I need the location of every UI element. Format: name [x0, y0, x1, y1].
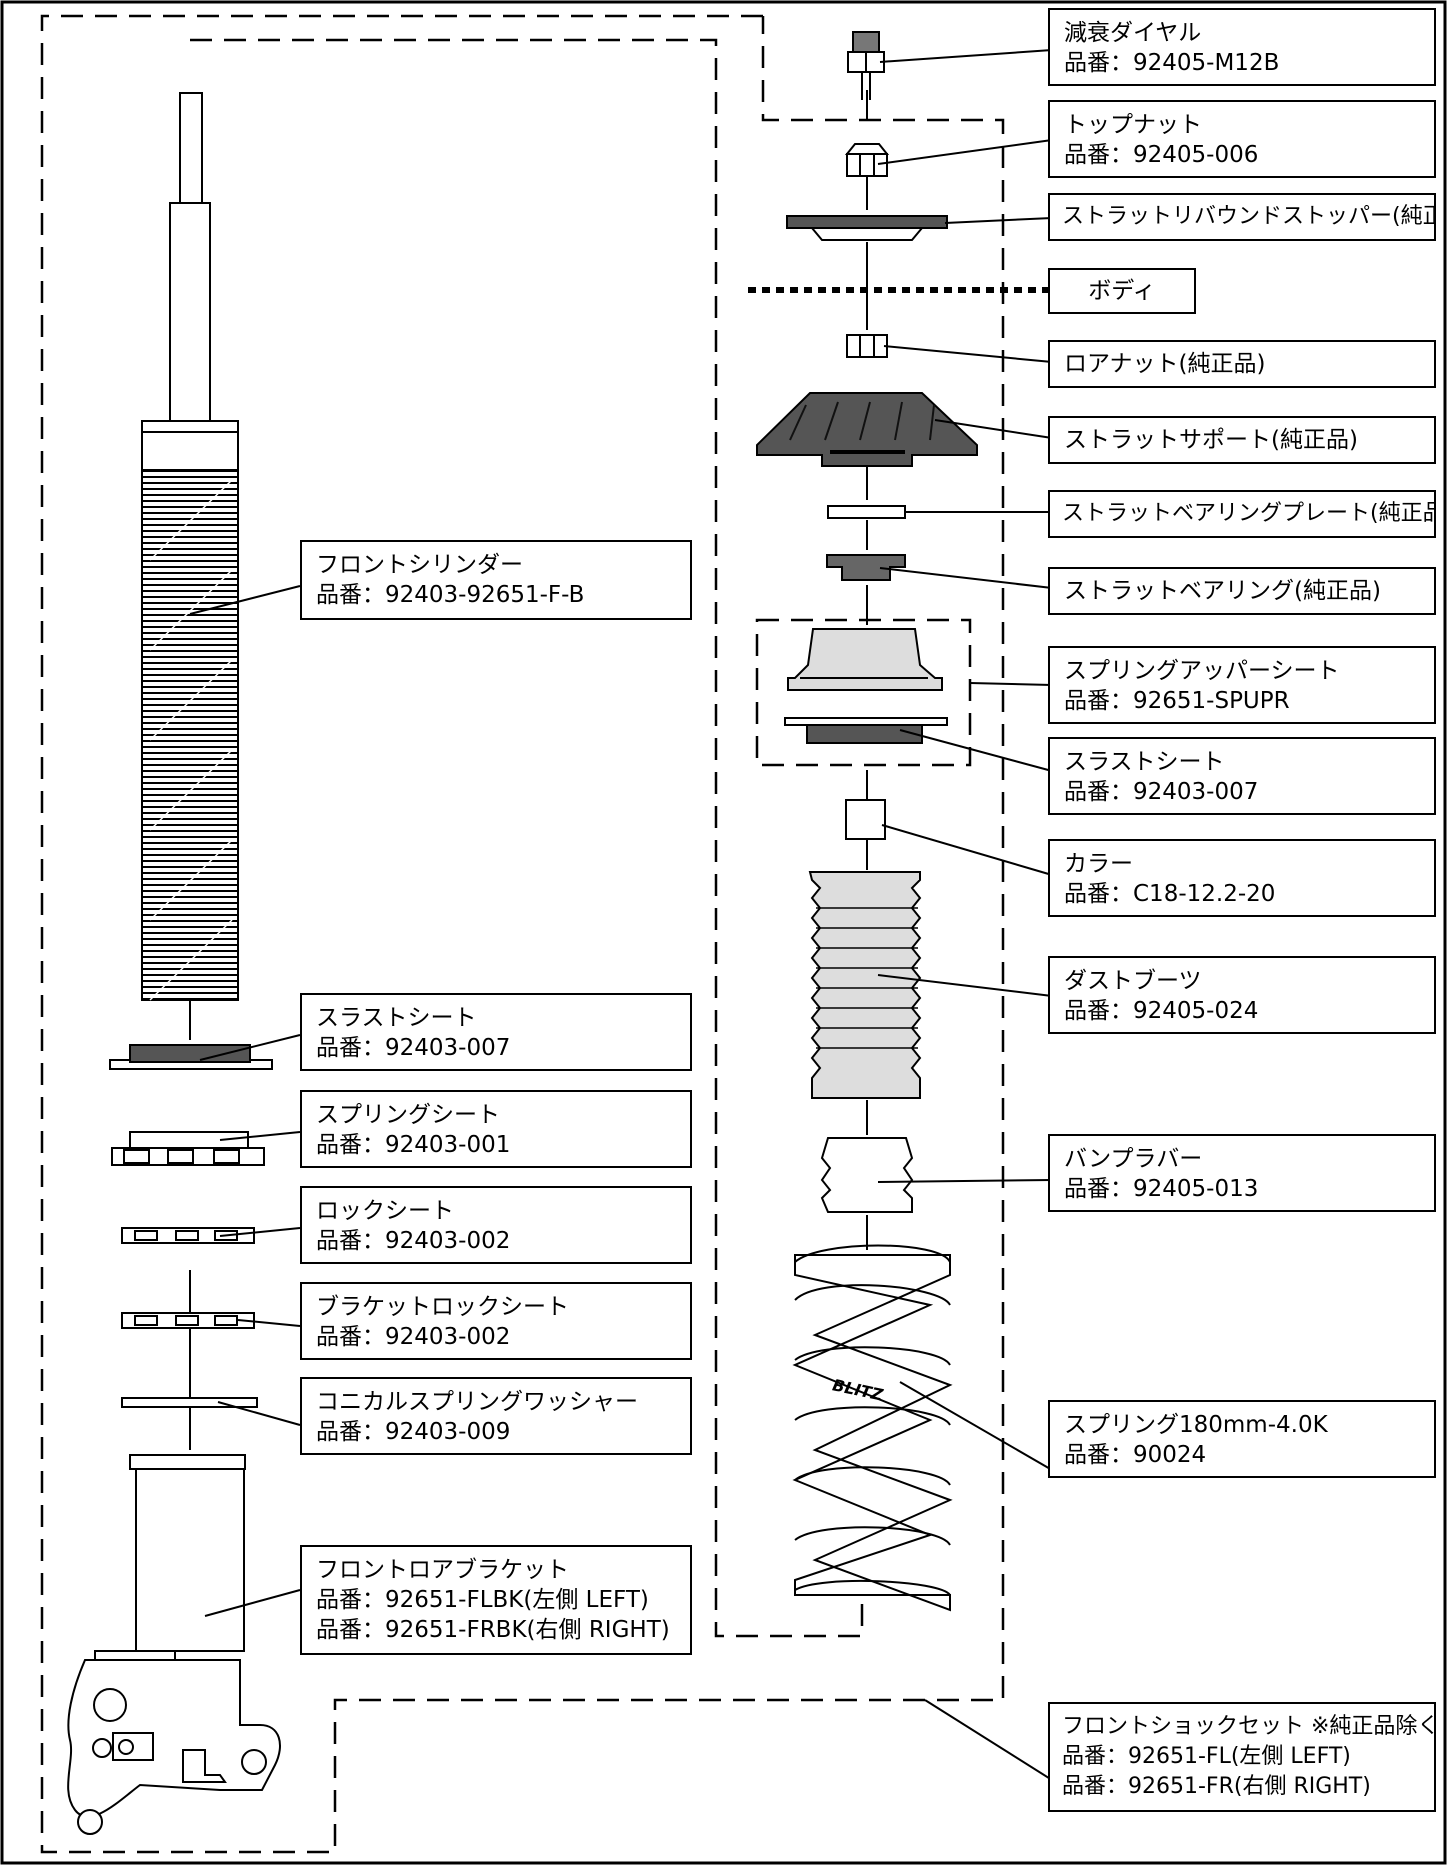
lock-seat-part	[121, 1227, 255, 1244]
conical-washer-part-no: 品番：92403-009	[316, 1419, 511, 1445]
spring-seat-name: スプリングシート	[316, 1102, 500, 1128]
spring-upper-seat-name: スプリングアッパーシート	[1064, 658, 1340, 684]
bump-rubber-name: バンプラバー	[1064, 1146, 1203, 1172]
bearing-plate-name: ストラットベアリングプレート(純正品)	[1062, 501, 1436, 526]
damping-dial-part	[847, 31, 885, 100]
thrust-seat-right-name: スラストシート	[1064, 749, 1225, 775]
front-lower-bracket-part	[67, 1454, 281, 1835]
strut-bearing-name: ストラットベアリング(純正品)	[1064, 578, 1381, 604]
label-bracket-lock-seat: ブラケットロックシート 品番：92403-002	[300, 1282, 692, 1360]
collar-name: カラー	[1064, 851, 1133, 877]
dust-boot-name: ダストブーツ	[1064, 968, 1202, 994]
thrust-seat-left-part	[109, 1044, 273, 1070]
damping-dial-part-no: 品番：92405-M12B	[1064, 50, 1280, 76]
label-top-nut: トップナット 品番：92405-006	[1048, 100, 1436, 178]
top-nut-name: トップナット	[1064, 112, 1202, 138]
label-spring: スプリング180mm-4.0K 品番：90024	[1048, 1400, 1436, 1478]
strut-bearing-part	[826, 554, 906, 581]
label-front-lower-bracket: フロントロアブラケット 品番：92651-FLBK(左側 LEFT) 品番：92…	[300, 1545, 692, 1655]
strut-support-name: ストラットサポート(純正品)	[1064, 427, 1358, 453]
collar-part-no: 品番：C18-12.2-20	[1064, 881, 1276, 907]
strut-support-part	[756, 392, 978, 467]
rebound-stopper-name: ストラットリバウンドストッパー(純正品)	[1062, 204, 1436, 229]
label-strut-support: ストラットサポート(純正品)	[1048, 416, 1436, 464]
label-lower-nut: ロアナット(純正品)	[1048, 340, 1436, 388]
spring-name: スプリング180mm-4.0K	[1064, 1412, 1328, 1438]
label-thrust-seat-left: スラストシート 品番：92403-007	[300, 993, 692, 1071]
shock-set-name: フロントショックセット ※純正品除く	[1062, 1714, 1436, 1739]
leader-lines	[189, 49, 1053, 1781]
label-rebound-stopper: ストラットリバウンドストッパー(純正品)	[1048, 193, 1436, 241]
label-bearing-plate: ストラットベアリングプレート(純正品)	[1048, 490, 1436, 538]
top-nut-part-no: 品番：92405-006	[1064, 142, 1259, 168]
bracket-lock-seat-part-no: 品番：92403-002	[316, 1324, 511, 1350]
spring-upper-seat-part	[787, 628, 943, 691]
conical-washer-part	[121, 1397, 258, 1408]
label-spring-upper-seat: スプリングアッパーシート 品番：92651-SPUPR	[1048, 646, 1436, 724]
front-lower-bracket-name: フロントロアブラケット	[316, 1557, 569, 1583]
bump-rubber-part-no: 品番：92405-013	[1064, 1176, 1259, 1202]
lower-nut-name: ロアナット(純正品)	[1064, 351, 1266, 377]
label-spring-seat: スプリングシート 品番：92403-001	[300, 1090, 692, 1168]
label-damping-dial: 減衰ダイヤル 品番：92405-M12B	[1048, 8, 1436, 86]
label-bump-rubber: バンプラバー 品番：92405-013	[1048, 1134, 1436, 1212]
dust-boot-part-no: 品番：92405-024	[1064, 998, 1259, 1024]
shock-set-outline	[40, 14, 1005, 1854]
lower-nut-part	[846, 334, 888, 358]
thrust-seat-right-part	[784, 717, 948, 744]
lock-seat-name: ロックシート	[316, 1198, 454, 1224]
label-shock-set: フロントショックセット ※純正品除く 品番：92651-FL(左側 LEFT) …	[1048, 1702, 1436, 1812]
rebound-stopper-part	[786, 215, 948, 241]
label-lock-seat: ロックシート 品番：92403-002	[300, 1186, 692, 1264]
thrust-seat-left-name: スラストシート	[316, 1005, 477, 1031]
label-collar: カラー 品番：C18-12.2-20	[1048, 839, 1436, 917]
spring-part-no: 品番：90024	[1064, 1442, 1207, 1468]
coil-spring-part	[792, 1244, 953, 1612]
spring-seat-part-no: 品番：92403-001	[316, 1132, 511, 1158]
thrust-seat-right-part-no: 品番：92403-007	[1064, 779, 1259, 805]
label-front-cylinder: フロントシリンダー 品番：92403-92651-F-B	[300, 540, 692, 620]
spring-seat-part	[111, 1131, 265, 1166]
lock-seat-part-no: 品番：92403-002	[316, 1228, 511, 1254]
bump-rubber-part	[820, 1137, 914, 1213]
conical-washer-name: コニカルスプリングワッシャー	[316, 1389, 638, 1415]
front-lower-bracket-part-no-left: 品番：92651-FLBK(左側 LEFT)	[316, 1587, 649, 1613]
front-cylinder-part-no: 品番：92403-92651-F-B	[316, 582, 585, 608]
shock-set-part-no-right: 品番：92651-FR(右側 RIGHT)	[1062, 1774, 1371, 1799]
body-name: ボディ	[1088, 278, 1156, 304]
front-cylinder-name: フロントシリンダー	[316, 552, 523, 578]
label-conical-washer: コニカルスプリングワッシャー 品番：92403-009	[300, 1377, 692, 1455]
top-nut-part	[844, 143, 890, 177]
label-dust-boot: ダストブーツ 品番：92405-024	[1048, 956, 1436, 1034]
bearing-plate-part	[827, 505, 906, 519]
front-cylinder-part	[141, 92, 239, 1040]
spring-upper-seat-part-no: 品番：92651-SPUPR	[1064, 688, 1290, 714]
label-thrust-seat-right: スラストシート 品番：92403-007	[1048, 737, 1436, 815]
collar-part	[845, 799, 886, 840]
label-strut-bearing: ストラットベアリング(純正品)	[1048, 567, 1436, 615]
thrust-seat-left-part-no: 品番：92403-007	[316, 1035, 511, 1061]
front-lower-bracket-part-no-right: 品番：92651-FRBK(右側 RIGHT)	[316, 1617, 670, 1643]
shock-set-part-no-left: 品番：92651-FL(左側 LEFT)	[1062, 1744, 1351, 1769]
label-body: ボディ	[1048, 268, 1196, 314]
bracket-lock-seat-name: ブラケットロックシート	[316, 1294, 569, 1320]
bracket-lock-seat-part	[121, 1312, 255, 1329]
damping-dial-name: 減衰ダイヤル	[1064, 20, 1202, 46]
dust-boot-part	[808, 871, 922, 1099]
